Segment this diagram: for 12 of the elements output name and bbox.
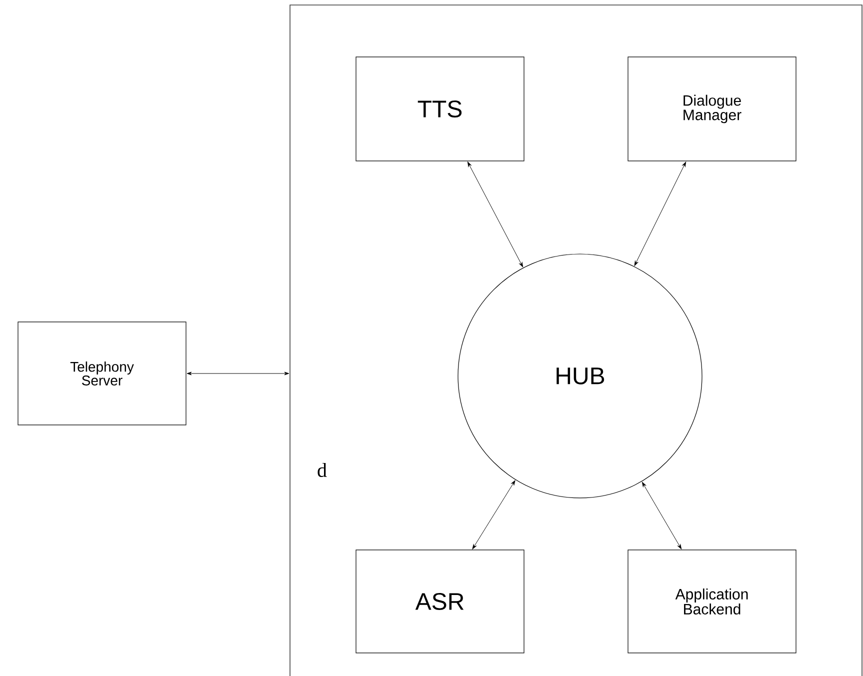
process-box: TTS <box>356 56 524 162</box>
arrow <box>472 480 516 550</box>
arrow <box>634 162 686 266</box>
process-box: Application Backend <box>628 550 796 654</box>
label: d <box>318 462 327 478</box>
arrow <box>186 372 290 376</box>
process-box: Dialogue Manager <box>628 56 796 162</box>
process-box: Telephony Server <box>18 322 186 426</box>
process-box: ASR <box>356 550 524 654</box>
arrow <box>642 482 682 550</box>
arrow <box>467 162 524 268</box>
frame-box <box>290 4 862 676</box>
